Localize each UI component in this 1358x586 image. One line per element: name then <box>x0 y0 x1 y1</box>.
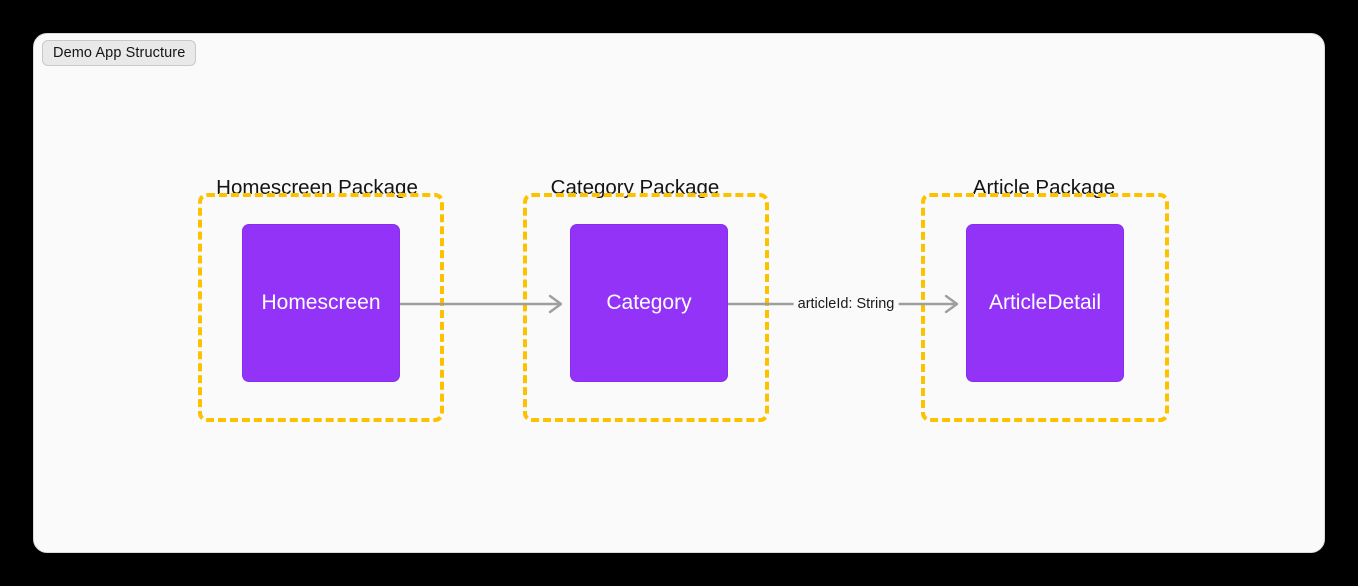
edge-label-articleid: articleId: String <box>793 296 899 312</box>
package-box-homescreen <box>198 193 444 422</box>
node-homescreen[interactable]: Homescreen <box>242 224 400 382</box>
window-title-pill: Demo App Structure <box>42 40 197 66</box>
edge-homescreen-to-category <box>400 294 563 314</box>
diagram-canvas: Homescreen Package Homescreen Category P… <box>34 34 1324 552</box>
node-category[interactable]: Category <box>570 224 728 382</box>
window-title-text: Demo App Structure <box>53 45 186 61</box>
package-box-article <box>921 193 1169 422</box>
diagram-window-card: Homescreen Package Homescreen Category P… <box>33 33 1325 553</box>
node-articledetail[interactable]: ArticleDetail <box>966 224 1124 382</box>
package-box-category <box>523 193 769 422</box>
